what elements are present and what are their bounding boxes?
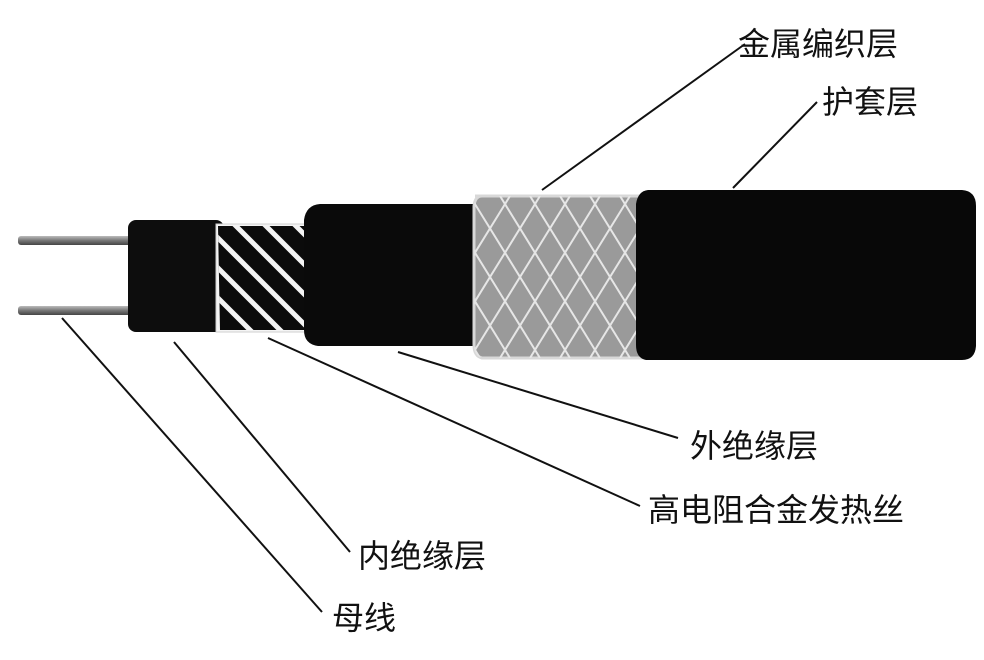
label-bus-wire: 母线 <box>332 599 397 637</box>
bus-wire-bottom <box>18 306 133 315</box>
leader-heating-wire <box>267 337 641 507</box>
label-outer-insulation: 外绝缘层 <box>690 427 819 465</box>
leader-lines <box>61 43 818 613</box>
label-metal-braid: 金属编织层 <box>738 25 899 63</box>
inner-insulation-layer <box>128 220 224 332</box>
jacket-layer <box>636 190 976 360</box>
leader-bus-wire <box>61 317 323 613</box>
bus-wire-top <box>18 236 133 245</box>
bus-wires <box>18 236 133 315</box>
label-heating-wire: 高电阻合金发热丝 <box>648 491 905 529</box>
leader-jacket <box>732 101 818 189</box>
leader-inner-insulation <box>173 341 351 553</box>
outer-insulation-layer <box>304 204 480 346</box>
heating-wire-layer <box>215 223 309 333</box>
label-inner-insulation: 内绝缘层 <box>358 537 487 575</box>
leader-outer-insulation <box>397 351 679 439</box>
label-jacket: 护套层 <box>822 83 919 121</box>
leader-metal-braid <box>541 43 746 191</box>
